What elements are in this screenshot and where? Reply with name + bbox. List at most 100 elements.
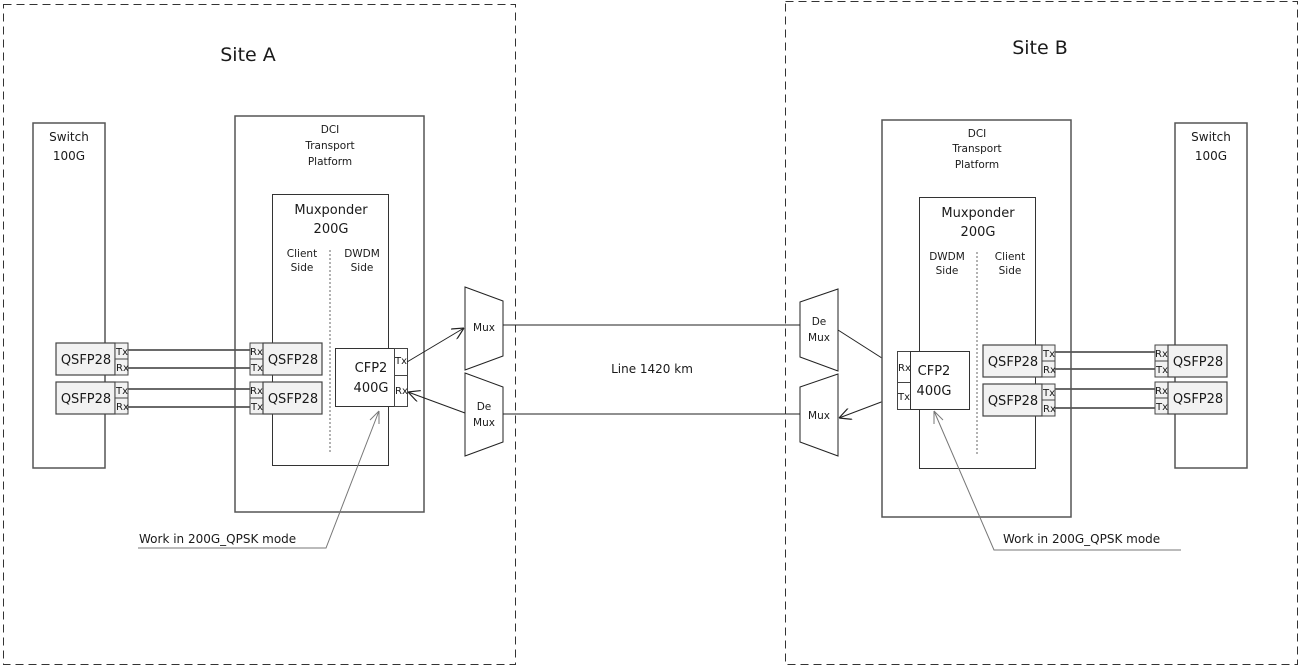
port-label: Tx <box>250 402 263 413</box>
callout-text: Work in 200G_QPSK mode <box>139 532 296 546</box>
demux-shape[interactable] <box>464 372 504 457</box>
switch-a-speed: 100G <box>53 149 85 163</box>
site-a: Site A Switch 100G QSFP28 Tx Rx QSFP28 T… <box>3 4 516 665</box>
cfp2-module[interactable] <box>335 348 395 407</box>
demux-label: De <box>477 401 492 413</box>
callout-leader <box>138 410 380 549</box>
platform-label: DCI <box>968 128 987 140</box>
demux-to-rx-arrow <box>408 392 466 414</box>
port-label: Rx <box>116 402 129 413</box>
mux-label: Mux <box>473 322 495 334</box>
qsfp28-module[interactable] <box>1167 344 1228 378</box>
callout-a: Work in 200G_QPSK mode <box>138 410 380 549</box>
muxponder-label: Muxponder <box>941 206 1015 221</box>
mux-b[interactable]: Mux <box>799 373 839 457</box>
callout-leader <box>933 410 1181 551</box>
callout-tick <box>369 410 380 421</box>
platform-label: Transport <box>951 143 1001 155</box>
callout-text: Work in 200G_QPSK mode <box>1003 532 1160 546</box>
port-label: Rx <box>898 363 911 374</box>
demux-a[interactable]: De Mux <box>464 372 504 457</box>
mux-a[interactable]: Mux <box>464 286 504 371</box>
muxponder-rate: 200G <box>314 222 349 237</box>
port-label: Rx <box>250 347 263 358</box>
port-rx[interactable] <box>114 397 129 415</box>
switch-b-module-1[interactable]: Rx Tx QSFP28 <box>1154 344 1228 378</box>
qsfp28-module[interactable] <box>982 344 1043 378</box>
port-label: Rx <box>1043 365 1056 376</box>
callout-tick <box>933 410 944 421</box>
mux-label: Mux <box>808 410 830 422</box>
site-a-title: Site A <box>220 44 276 66</box>
port-label: Rx <box>250 386 263 397</box>
port-rx[interactable] <box>114 358 129 376</box>
line-link: Line 1420 km <box>503 324 801 415</box>
platform-label: Transport <box>304 140 354 152</box>
client-fibers-a <box>128 349 250 408</box>
module-label: QSFP28 <box>61 353 111 368</box>
cfp2-a[interactable]: CFP2 400G Tx Rx <box>335 348 408 407</box>
callout-b: Work in 200G_QPSK mode <box>933 410 1181 551</box>
port-label: Rx <box>1043 404 1056 415</box>
dwdm-side-label: Side <box>351 262 374 274</box>
module-label: QSFP28 <box>268 353 318 368</box>
demux-shape[interactable] <box>799 288 839 372</box>
switch-b-module-2[interactable]: Rx Tx QSFP28 <box>1154 381 1228 415</box>
muxponder-a[interactable]: Muxponder 200G Client Side DWDM Side <box>272 194 389 466</box>
dwdm-side-label: Side <box>936 265 959 277</box>
tx-to-mux-arrow <box>406 328 464 363</box>
module-label: QSFP28 <box>988 355 1038 370</box>
mux-shape[interactable] <box>799 373 839 457</box>
module-label: QSFP28 <box>61 392 111 407</box>
port-label: Rx <box>1155 349 1168 360</box>
port-label: Tx <box>1042 388 1055 399</box>
port-label: Rx <box>395 386 408 397</box>
dwdm-side-label: DWDM <box>929 251 965 263</box>
client-side-label: Side <box>291 262 314 274</box>
demux-label: Mux <box>473 417 495 429</box>
client-fibers-b <box>1055 351 1155 409</box>
dwdm-side-label: DWDM <box>344 248 380 260</box>
port-label: Tx <box>115 347 128 358</box>
qsfp28-module[interactable] <box>982 383 1043 417</box>
line-distance-label: Line 1420 km <box>611 362 693 376</box>
client-side-label: Client <box>995 251 1025 263</box>
module-label: QSFP28 <box>1173 355 1223 370</box>
muxponder-b-module-1[interactable]: QSFP28 Tx Rx <box>982 344 1056 378</box>
switch-b-label: Switch <box>1191 130 1231 144</box>
switch-a[interactable]: Switch 100G <box>32 122 106 469</box>
switch-a-box[interactable] <box>32 122 106 469</box>
client-side-label: Side <box>999 265 1022 277</box>
platform-label: Platform <box>955 159 999 171</box>
muxponder-label: Muxponder <box>294 203 368 218</box>
demux-label: De <box>812 316 827 328</box>
muxponder-a-module-2[interactable]: Rx Tx QSFP28 <box>249 381 323 415</box>
module-label: QSFP28 <box>1173 392 1223 407</box>
cfp2-label: CFP2 <box>355 361 388 376</box>
module-label: QSFP28 <box>268 392 318 407</box>
muxponder-b-module-2[interactable]: QSFP28 Tx Rx <box>982 383 1056 417</box>
qsfp28-module[interactable] <box>1167 381 1228 415</box>
port-label: Tx <box>1042 349 1055 360</box>
switch-a-module-1[interactable]: QSFP28 Tx Rx <box>55 342 129 376</box>
cfp2-module[interactable] <box>910 351 970 410</box>
port-label: Tx <box>1155 402 1168 413</box>
demux-b[interactable]: De Mux <box>799 288 839 372</box>
port-label: Tx <box>1155 365 1168 376</box>
platform-label: Platform <box>308 156 352 168</box>
qsfp28-module[interactable] <box>55 342 116 376</box>
port-label: Rx <box>116 363 129 374</box>
switch-a-label: Switch <box>49 130 89 144</box>
switch-b-box[interactable] <box>1174 122 1248 469</box>
qsfp28-module[interactable] <box>262 381 323 415</box>
mux-shape[interactable] <box>464 286 504 371</box>
cfp2-rate: 400G <box>354 381 389 396</box>
muxponder-b[interactable]: Muxponder 200G DWDM Side Client Side <box>919 197 1036 469</box>
cfp2-b[interactable]: Rx Tx CFP2 400G <box>897 351 970 410</box>
switch-b[interactable]: Switch 100G <box>1174 122 1248 469</box>
port-label: Rx <box>1155 386 1168 397</box>
qsfp28-module[interactable] <box>262 342 323 376</box>
switch-a-module-2[interactable]: QSFP28 Tx Rx <box>55 381 129 415</box>
muxponder-a-module-1[interactable]: Rx Tx QSFP28 <box>249 342 323 376</box>
